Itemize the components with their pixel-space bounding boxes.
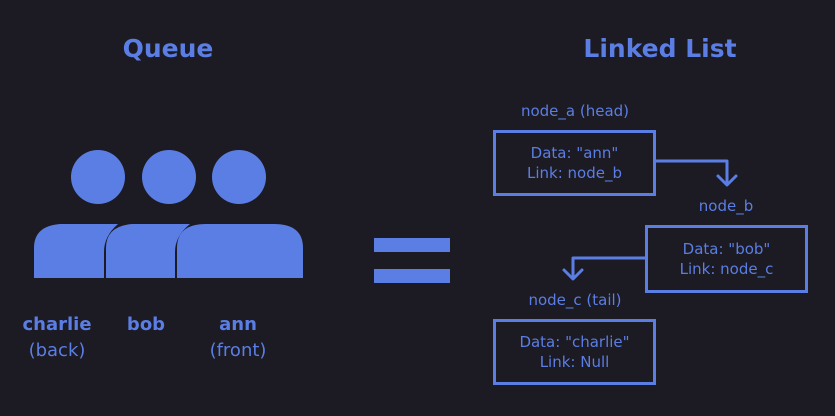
person-position: (back): [28, 340, 86, 361]
node-a-box: Data: "ann" Link: node_b: [493, 130, 656, 196]
node-a-link: Link: node_b: [527, 164, 622, 182]
node-b-label: node_b: [698, 197, 754, 215]
person-name: charlie: [22, 314, 92, 335]
node-b-link: Link: node_c: [679, 260, 774, 278]
person-name: bob: [126, 314, 166, 335]
person-position: (front): [209, 340, 267, 361]
node-a-label: node_a (head): [520, 102, 630, 120]
person-bob-icon: [106, 150, 196, 278]
linked-list-title: Linked List: [583, 34, 737, 63]
person-ann-icon: [177, 150, 303, 278]
node-c-link: Link: Null: [539, 353, 610, 371]
equals-icon: [374, 238, 450, 283]
queue-title: Queue: [122, 34, 214, 63]
arrow-node-b-to-node-c-icon: [562, 256, 647, 281]
node-a-data: Data: "ann": [530, 144, 619, 162]
person-name: ann: [219, 314, 257, 335]
node-b-box: Data: "bob" Link: node_c: [645, 225, 808, 293]
node-c-data: Data: "charlie": [519, 333, 630, 351]
person-label-bob: bob: [127, 312, 165, 338]
node-c-box: Data: "charlie" Link: Null: [493, 319, 656, 385]
node-b-data: Data: "bob": [682, 240, 771, 258]
person-label-charlie: charlie (back): [22, 312, 91, 364]
person-label-ann: ann (front): [210, 312, 267, 364]
node-c-label: node_c (tail): [528, 291, 622, 309]
person-charlie-icon: [34, 150, 125, 278]
arrow-node-a-to-node-b-icon: [654, 159, 738, 187]
